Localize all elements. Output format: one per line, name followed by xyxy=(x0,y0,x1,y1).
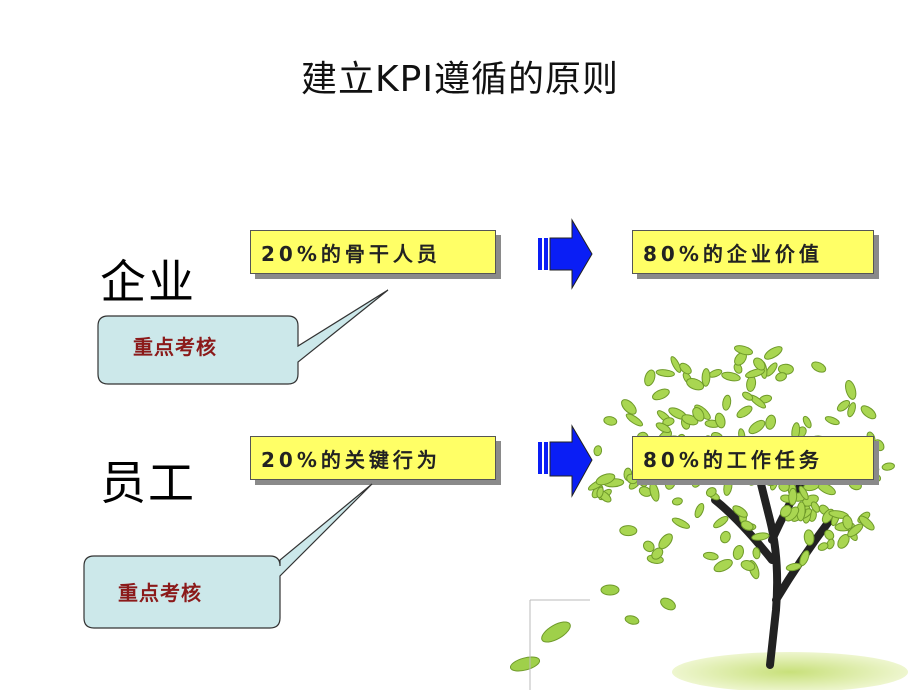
arrow-right-icon xyxy=(538,218,593,290)
leaf-icon xyxy=(686,378,705,391)
leaf-icon xyxy=(748,419,766,435)
leaf-icon xyxy=(785,562,802,572)
leaf-icon xyxy=(705,487,717,498)
leaf-icon xyxy=(817,542,829,551)
leaf-icon xyxy=(847,402,856,418)
leaf-icon xyxy=(802,415,812,429)
arrow-right-icon xyxy=(538,424,593,498)
leaf-icon xyxy=(740,560,756,571)
leaf-icon xyxy=(836,400,851,412)
leaf-icon xyxy=(692,407,705,422)
falling-leaf-icon xyxy=(509,656,541,672)
leaf-icon xyxy=(788,487,798,506)
leaf-icon xyxy=(713,515,729,529)
leaf-icon xyxy=(811,361,827,373)
slide-title: 建立KPI遵循的原则 xyxy=(301,59,619,100)
callout-text-focus-2: 重点考核 xyxy=(118,581,202,605)
leaf-icon xyxy=(847,523,864,538)
leaf-icon xyxy=(752,547,761,560)
leaf-icon xyxy=(824,416,840,426)
box-enterprise-value: 80%的企业价值 xyxy=(632,230,874,274)
leaf-icon xyxy=(873,439,885,452)
leaf-icon xyxy=(619,525,638,537)
leaf-icon xyxy=(722,394,732,411)
leaf-icon xyxy=(621,399,637,415)
box-work-tasks: 80%的工作任务 xyxy=(632,436,874,480)
box-core-staff: 20%的骨干人员 xyxy=(250,230,496,274)
leaf-icon xyxy=(596,486,604,499)
leaf-icon xyxy=(701,368,711,387)
leaf-icon xyxy=(778,481,790,492)
leaf-icon xyxy=(826,538,835,550)
leaf-icon xyxy=(713,559,733,573)
grass-ground xyxy=(672,652,908,690)
leaf-icon xyxy=(732,505,748,518)
leaf-icon xyxy=(679,362,692,375)
leaf-icon xyxy=(719,530,731,544)
leaf-icon xyxy=(671,497,683,506)
falling-leaf-icon xyxy=(541,621,571,643)
leaf-icon xyxy=(593,445,603,457)
leaf-icon xyxy=(702,551,719,561)
leaf-icon xyxy=(721,371,741,382)
leaf-icon xyxy=(881,462,895,471)
leaf-icon xyxy=(595,473,616,486)
callout-bubble xyxy=(97,289,389,385)
row-label-employee: 员工 xyxy=(100,456,196,510)
leaf-icon xyxy=(694,502,705,519)
leaf-icon xyxy=(753,357,766,371)
falling-leaves xyxy=(509,584,676,672)
leaf-icon xyxy=(848,479,862,491)
falling-leaf-icon xyxy=(660,597,676,611)
leaf-icon xyxy=(751,532,770,541)
leaf-icon xyxy=(824,529,835,541)
leaf-icon xyxy=(603,416,618,426)
leaf-icon xyxy=(652,388,670,401)
leaf-icon xyxy=(670,356,682,373)
leaf-icon xyxy=(655,369,675,378)
leaf-icon xyxy=(649,482,660,502)
leaf-icon xyxy=(810,501,820,513)
box-key-behaviors: 20%的关键行为 xyxy=(250,436,496,480)
leaf-icon xyxy=(845,379,857,400)
leaf-icon xyxy=(858,515,875,531)
leaf-icon xyxy=(655,422,671,434)
leaf-icon xyxy=(644,369,656,387)
leaf-icon xyxy=(775,372,787,382)
falling-leaf-icon xyxy=(624,615,640,625)
callout-text-focus-1: 重点考核 xyxy=(133,335,217,359)
leaf-icon xyxy=(651,547,664,560)
leaf-icon xyxy=(625,413,644,427)
leaf-icon xyxy=(671,517,690,529)
leaf-icon xyxy=(714,412,726,429)
row-label-enterprise: 企业 xyxy=(100,255,196,309)
leaf-icon xyxy=(798,485,809,501)
leaf-icon xyxy=(733,345,754,356)
leaf-icon xyxy=(765,414,777,430)
leaf-icon xyxy=(803,529,815,546)
leaf-icon xyxy=(764,346,783,360)
callout-bubble xyxy=(83,483,373,629)
leaf-icon xyxy=(745,368,765,379)
corner-line xyxy=(529,599,590,690)
leaf-icon xyxy=(732,545,744,560)
leaf-icon xyxy=(860,405,877,420)
leaf-icon xyxy=(642,540,655,553)
leaf-icon xyxy=(740,520,754,531)
leaf-icon xyxy=(736,405,753,419)
leaf-icon xyxy=(779,504,792,518)
falling-leaf-icon xyxy=(600,584,620,596)
leaf-icon xyxy=(742,391,754,401)
